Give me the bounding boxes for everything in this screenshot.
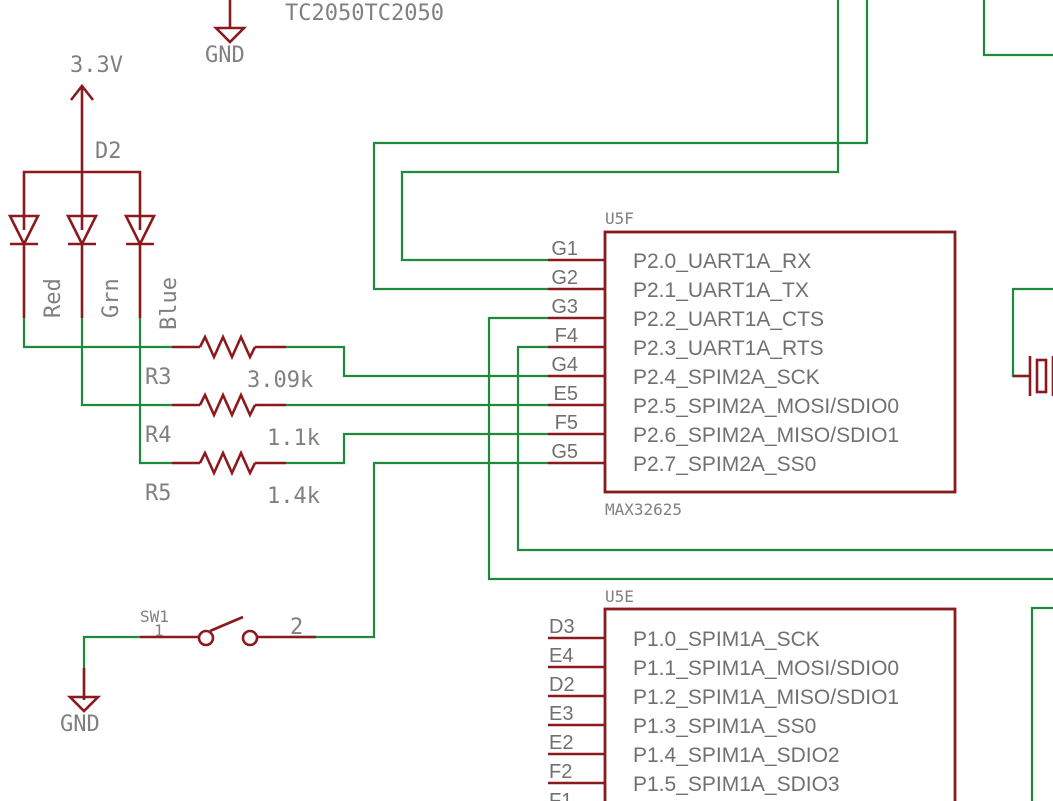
led-ref-label: D2 — [95, 139, 122, 164]
pin-ball-label: G3 — [551, 296, 578, 318]
pin-ball-label: E3 — [549, 703, 573, 725]
pin-ball-label: F4 — [555, 325, 578, 347]
diode-green-icon — [65, 214, 99, 318]
pin-function-label: P1.4_SPIM1A_SDIO2 — [633, 744, 840, 767]
wire-g2-tx — [372, 0, 869, 291]
pin-ball-label: D2 — [549, 674, 575, 696]
pin-function-label: P1.3_SPIM1A_SS0 — [633, 715, 816, 738]
pin-function-label: P2.5_SPIM2A_MOSI/SDIO0 — [633, 395, 899, 418]
led-channel-blue: Blue — [157, 277, 182, 330]
sw1-pin2: 2 — [290, 615, 303, 640]
u5e-ref: U5E — [605, 587, 634, 606]
pin-function-label: P1.1_SPIM1A_MOSI/SDIO0 — [633, 657, 899, 680]
gnd-switch-label: GND — [60, 712, 100, 737]
r4-ref: R4 — [145, 423, 172, 448]
led-channel-grn: Grn — [99, 278, 124, 318]
gnd-top-label: GND — [205, 43, 245, 68]
pin-function-label: P2.1_UART1A_TX — [633, 279, 809, 302]
pin-function-label: P1.2_SPIM1A_MISO/SDIO1 — [633, 686, 899, 709]
resistor-r3: R3 3.09k — [145, 333, 313, 393]
pin-ball-label: G1 — [551, 238, 578, 260]
gnd-symbol-top: GND — [205, 0, 248, 68]
pin-ball-label: E4 — [549, 645, 573, 667]
r4-value: 1.1k — [267, 426, 320, 451]
pin-function-label: P2.0_UART1A_RX — [633, 250, 811, 273]
wire-red — [22, 318, 172, 349]
wire-grn — [80, 318, 172, 407]
wire-blue — [138, 318, 172, 465]
pin-ball-label: G2 — [551, 267, 578, 289]
resistor-r5: R5 1.4k — [145, 449, 320, 509]
supply-3v3-label: 3.3V — [70, 53, 123, 78]
wire-r5-f5 — [286, 432, 548, 465]
resistor-r4: R4 1.1k — [145, 391, 320, 451]
pin-ball-label: D3 — [549, 616, 575, 638]
wire-f4-rts — [516, 345, 1053, 552]
pin-ball-label: F5 — [555, 412, 578, 434]
switch-sw1: GND SW1 1 2 — [60, 607, 316, 737]
tc2050-label: TC2050TC2050 — [285, 1, 444, 26]
wire-bottom-right — [1030, 606, 1053, 801]
pin-ball-label: G4 — [551, 354, 578, 376]
chip-u5f: U5F MAX32625 G1P2.0_UART1A_RXG2P2.1_UART… — [548, 209, 957, 519]
supply-3v3-symbol: 3.3V — [69, 53, 123, 172]
pin-ball-label: G5 — [551, 441, 578, 463]
crystal-icon — [1013, 356, 1053, 396]
pin-function-label: P2.3_UART1A_RTS — [633, 337, 824, 360]
pin-function-label: P1.5_SPIM1A_SDIO3 — [633, 773, 840, 796]
rgb-led-d2: Red Grn Blue — [7, 170, 182, 330]
sw1-pin1: 1 — [154, 621, 164, 640]
diode-red-icon — [7, 214, 41, 318]
pin-ball-label: F2 — [549, 761, 572, 783]
r3-ref: R3 — [145, 365, 172, 390]
pin-function-label: P2.4_SPIM2A_SCK — [633, 366, 820, 389]
chip-u5e: U5E D3P1.0_SPIM1A_SCKE4P1.1_SPIM1A_MOSI/… — [548, 587, 957, 801]
wire-r3-g4 — [286, 345, 548, 378]
diode-blue-icon — [123, 214, 157, 318]
sw1-ref: SW1 — [140, 607, 169, 626]
wire-g3-cts — [487, 316, 1053, 581]
led-channel-red: Red — [41, 278, 66, 318]
pin-ball-label: E5 — [554, 383, 578, 405]
pin-function-label: P2.6_SPIM2A_MISO/SDIO1 — [633, 424, 899, 447]
r5-value: 1.4k — [267, 484, 320, 509]
u5f-ref: U5F — [605, 209, 634, 228]
pin-ball-label: E2 — [549, 732, 573, 754]
pin-function-label: P2.7_SPIM2A_SS0 — [633, 453, 816, 476]
pin-row: F1 — [549, 790, 572, 801]
pin-function-label: P2.2_UART1A_CTS — [633, 308, 824, 331]
wire-g1-rx — [400, 0, 840, 262]
r5-ref: R5 — [145, 481, 172, 506]
wire-top-right — [982, 0, 1053, 57]
pin-ball-label: F1 — [549, 790, 572, 801]
wire-g5-switch — [290, 461, 548, 639]
r3-value: 3.09k — [247, 368, 313, 393]
pin-function-label: P1.0_SPIM1A_SCK — [633, 628, 820, 651]
u5f-part: MAX32625 — [605, 500, 682, 519]
